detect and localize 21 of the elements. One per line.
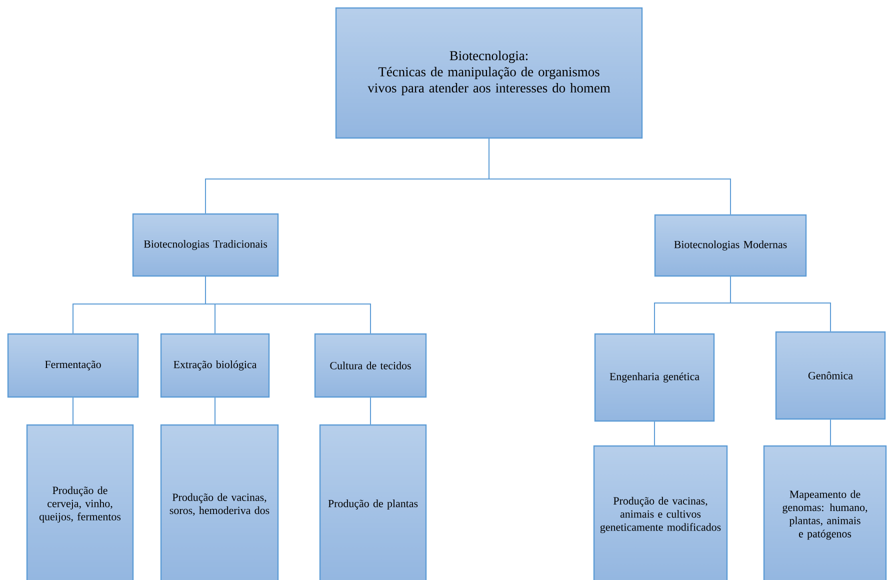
description-box: Produção de cerveja, vinho, queijos, fermentos <box>26 424 134 580</box>
description-box: Fermentação <box>7 333 139 398</box>
category-box: Biotecnologias Tradicionais <box>132 213 279 277</box>
connector-line <box>370 397 371 425</box>
description-box: Extração biológica <box>160 333 270 398</box>
description-box: Produção de plantas <box>319 424 427 580</box>
description-box: Cultura de tecidos <box>314 333 427 398</box>
description-box: Genômica <box>775 331 886 420</box>
description-box: Produção de vacinas, soros, hemoderiva dos <box>160 424 279 580</box>
connector-line <box>72 397 74 425</box>
connector-line <box>654 421 655 446</box>
description-box: Mapeamento de genomas: humano, plantas, animais e patógenos <box>763 445 887 580</box>
description-box: Produção de vacinas, animais e cultivos geneticamente modificados <box>593 445 728 580</box>
description-box: Engenharia genética <box>594 333 715 422</box>
connector-line <box>830 419 831 446</box>
category-box: Biotecnologias Modernas <box>654 214 807 277</box>
connector-line <box>205 276 371 334</box>
connector-line <box>214 397 216 425</box>
title-box: Biotecnologia: Técnicas de manipulação de organismos vivos para atender aos interesses do homem <box>335 7 643 139</box>
connector-line <box>730 276 831 332</box>
connector-line <box>488 138 731 215</box>
